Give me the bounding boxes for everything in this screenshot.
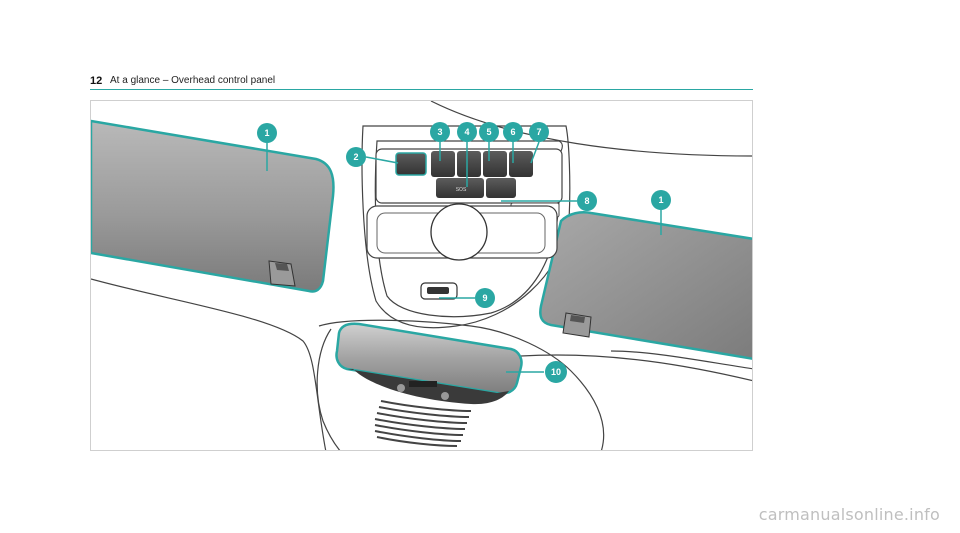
callout-1-left-marker: 1: [257, 123, 277, 143]
callout-8-label: 8: [584, 196, 589, 206]
overhead-panel-illustration: SOS: [90, 100, 753, 451]
callout-7-label: 7: [536, 127, 541, 137]
callout-7-marker: 7: [529, 122, 549, 142]
page-number: 12: [90, 75, 103, 87]
callout-1-right-marker: 1: [651, 190, 671, 210]
illustration-svg: SOS: [91, 101, 752, 450]
rear-light-button: [483, 151, 507, 177]
callout-3-label: 3: [437, 127, 442, 137]
callout-10-marker: 10: [545, 361, 567, 383]
callout-4-marker: 4: [457, 122, 477, 142]
sunroof-button: [457, 151, 481, 177]
callout-10-label: 10: [551, 367, 561, 377]
callout-2-marker: 2: [346, 147, 366, 167]
rear-view-mirror: [335, 322, 523, 405]
headliner-outline: [91, 101, 752, 450]
overhead-console: SOS: [366, 148, 563, 300]
callout-1-right-label: 1: [658, 195, 663, 205]
callout-2-label: 2: [353, 152, 358, 162]
page-header: 12 At a glance – Overhead control panel: [90, 75, 753, 90]
roadside-assistance-button: [486, 178, 516, 198]
callout-6-label: 6: [510, 127, 515, 137]
callout-9-label: 9: [482, 293, 487, 303]
interior-light-switch: [395, 152, 427, 176]
callout-9-marker: 9: [475, 288, 495, 308]
callout-leaders: [266, 141, 662, 373]
callout-4-label: 4: [464, 127, 469, 137]
sos-button: [436, 178, 484, 198]
left-sun-visor: [91, 119, 335, 293]
callout-3-marker: 3: [430, 122, 450, 142]
right-sun-visor: [539, 211, 752, 360]
right-reading-lamp-button: [509, 151, 533, 177]
watermark: carmanualsonline.info: [758, 505, 940, 524]
sos-label: SOS: [456, 187, 467, 193]
callout-6-marker: 6: [503, 122, 523, 142]
callout-8-marker: 8: [577, 191, 597, 211]
page-title: At a glance – Overhead control panel: [110, 75, 276, 86]
callout-1-left-label: 1: [264, 128, 269, 138]
reading-lamp-button: [431, 151, 455, 177]
callout-5-marker: 5: [479, 122, 499, 142]
speaker-grille: [374, 400, 472, 447]
callout-5-label: 5: [486, 127, 491, 137]
